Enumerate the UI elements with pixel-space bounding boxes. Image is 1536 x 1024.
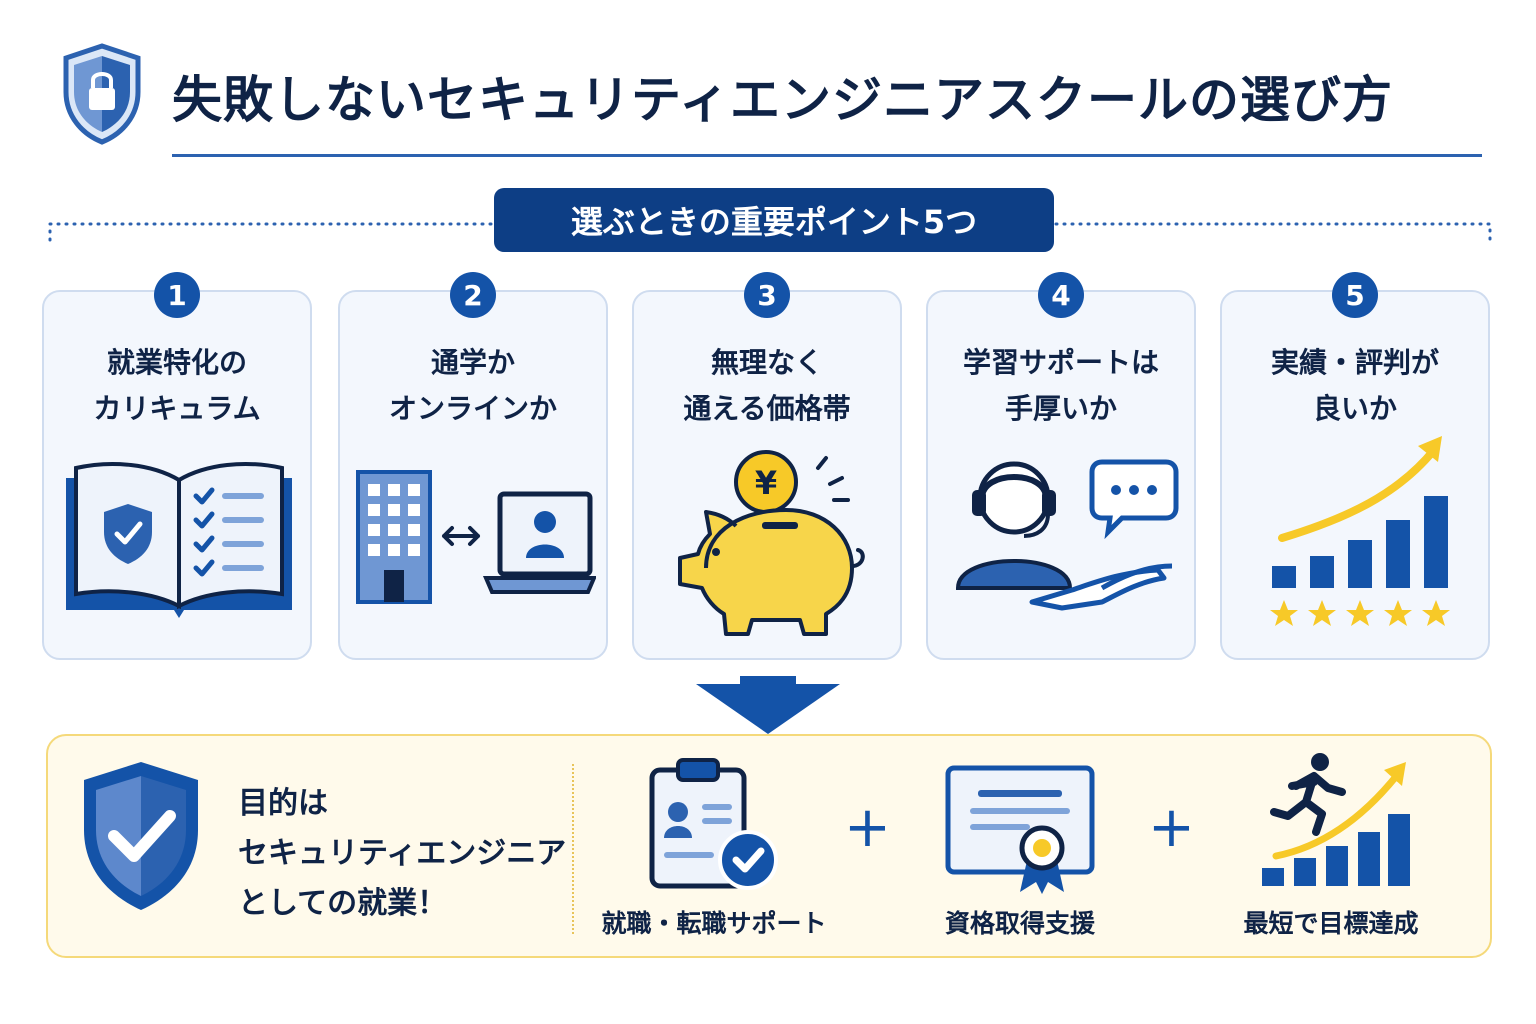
runner-growth-icon (1262, 753, 1410, 886)
point-card-2: 通学か オンラインか (338, 290, 608, 660)
point-title-line: 無理なく (710, 346, 823, 379)
point-title: 就業特化の カリキュラム (44, 340, 310, 432)
goal-text-line-3: としての就業！ (238, 886, 448, 921)
point-title-line: 就業特化の (106, 346, 247, 379)
point-title: 学習サポートは 手厚いか (928, 340, 1194, 432)
benefit-label: 就職・転職サポート (601, 909, 827, 938)
point-title-line: 学習サポートは (962, 346, 1159, 379)
open-book-checklist-icon (66, 462, 292, 618)
down-arrow-icon (696, 676, 840, 734)
title-divider (172, 154, 1482, 157)
growth-chart-stars-icon (1270, 436, 1450, 626)
point-card-4: 学習サポートは 手厚いか (926, 290, 1196, 660)
plus-sign: + (1148, 795, 1195, 860)
point-number-badge: 5 (1332, 272, 1378, 318)
plus-sign: + (844, 795, 891, 860)
point-title-line: 手厚いか (1004, 392, 1117, 425)
point-number-badge: 1 (154, 272, 200, 318)
goal-divider (572, 764, 576, 934)
page-title: 失敗しないセキュリティエンジニアスクールの選び方 (172, 71, 1393, 129)
clipboard-profile-check-icon (649, 758, 778, 890)
point-title-line: カリキュラム (93, 392, 261, 425)
svg-text:¥: ¥ (755, 464, 777, 502)
point-card-5: 実績・評判が 良いか (1220, 290, 1490, 660)
point-card-3: 無理なく 通える価格帯 ¥ (632, 290, 902, 660)
point-title-line: 通える価格帯 (683, 392, 851, 425)
shield-check-icon (84, 762, 198, 910)
building-laptop-icon (356, 470, 596, 604)
benefit-label: 最短で目標達成 (1243, 909, 1419, 938)
point-number-badge: 4 (1038, 272, 1084, 318)
shield-lock-icon (63, 43, 141, 145)
point-card-1: 就業特化の カリキュラム (42, 290, 312, 660)
point-title: 実績・評判が 良いか (1222, 340, 1488, 432)
point-number-badge: 2 (450, 272, 496, 318)
piggy-bank-yen-icon: ¥ (678, 450, 865, 636)
point-title: 通学か オンラインか (340, 340, 606, 432)
goal-text-line-2: セキュリティエンジニア (238, 836, 567, 871)
benefit-label: 資格取得支援 (944, 909, 1095, 938)
dotted-line-right (1054, 222, 1492, 242)
point-title-line: 通学か (430, 346, 515, 379)
point-title-line: 良いか (1312, 392, 1397, 425)
point-title: 無理なく 通える価格帯 (634, 340, 900, 432)
dotted-line-left (48, 222, 494, 242)
point-title-line: 実績・評判が (1270, 346, 1439, 379)
point-number-badge: 3 (744, 272, 790, 318)
certificate-icon (945, 765, 1095, 894)
section-label: 選ぶときの重要ポイント5つ (494, 188, 1054, 252)
goal-text-line-1: 目的は (238, 786, 328, 821)
support-headset-icon (955, 459, 1179, 611)
point-title-line: オンラインか (388, 392, 557, 425)
